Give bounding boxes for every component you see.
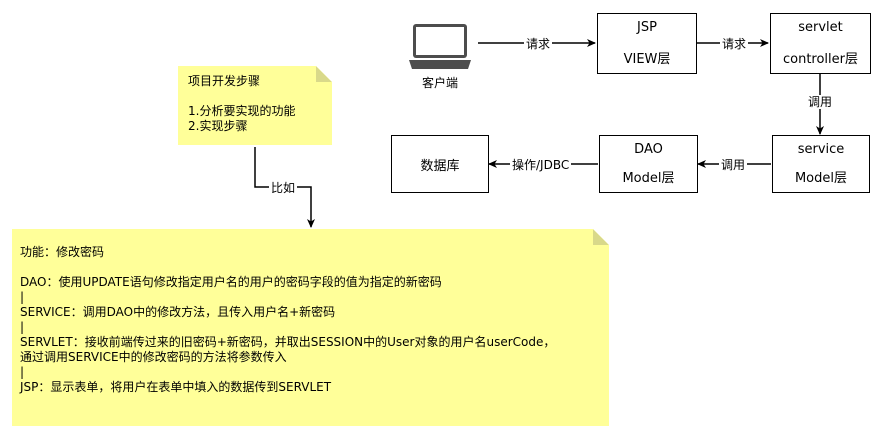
edge-label-servlet-service: 调用 bbox=[806, 95, 835, 109]
node-servlet-layer: controller层 bbox=[782, 52, 859, 67]
note-line: SERVLET：接收前端传过来的旧密码+新密码，并取出SESSION中的User… bbox=[20, 335, 556, 349]
note-steps-title: 项目开发步骤 bbox=[188, 74, 261, 88]
edge-label-jsp-servlet: 请求 bbox=[720, 37, 749, 51]
note-steps-spacer bbox=[188, 89, 322, 104]
note-line: DAO：使用UPDATE语句修改指定用户名的用户的密码字段的值为指定的新密码 bbox=[20, 275, 442, 289]
node-jsp-view[interactable]: JSP VIEW层 bbox=[597, 13, 697, 74]
note-line bbox=[20, 260, 609, 275]
node-database[interactable]: 数据库 bbox=[391, 135, 489, 193]
edge-label-example: 比如 bbox=[269, 181, 298, 195]
laptop-icon bbox=[409, 24, 471, 69]
note-dev-steps[interactable]: 项目开发步骤 1.分析要实现的功能 2.实现步骤 bbox=[178, 66, 332, 145]
note-steps-item-1: 1.分析要实现的功能 bbox=[188, 104, 296, 118]
node-dao-model[interactable]: DAO Model层 bbox=[599, 135, 698, 193]
node-service-layer: Model层 bbox=[794, 171, 848, 186]
edge-label-dao-db: 操作/JDBC bbox=[510, 158, 572, 172]
node-database-label: 数据库 bbox=[420, 158, 460, 174]
note-change-password[interactable]: 功能：修改密码 DAO：使用UPDATE语句修改指定用户名的用户的密码字段的值为… bbox=[12, 229, 609, 426]
note-steps-item-2: 2.实现步骤 bbox=[188, 119, 248, 133]
note-line: | bbox=[20, 290, 25, 304]
note-line: SERVICE：调用DAO中的修改方法，且传入用户名+新密码 bbox=[20, 305, 336, 319]
note-line: 功能：修改密码 bbox=[20, 245, 105, 259]
node-service-title: service bbox=[797, 142, 845, 157]
note-line: | bbox=[20, 365, 25, 379]
node-servlet-controller[interactable]: servlet controller层 bbox=[770, 13, 871, 74]
edge-label-client-jsp: 请求 bbox=[524, 37, 553, 51]
edge-label-service-dao: 调用 bbox=[719, 158, 748, 172]
node-jsp-title: JSP bbox=[637, 20, 657, 35]
node-jsp-layer: VIEW层 bbox=[623, 52, 671, 67]
note-line: 通过调用SERVICE中的修改密码的方法将参数传入 bbox=[20, 350, 287, 364]
node-dao-layer: Model层 bbox=[622, 171, 675, 186]
note-line: JSP：显示表单，将用户在表单中填入的数据传到SERVLET bbox=[20, 380, 332, 394]
note-line: | bbox=[20, 320, 25, 334]
client-label: 客户端 bbox=[422, 76, 459, 90]
node-service-model[interactable]: service Model层 bbox=[772, 135, 870, 193]
node-servlet-title: servlet bbox=[798, 20, 843, 35]
node-dao-title: DAO bbox=[634, 142, 663, 157]
